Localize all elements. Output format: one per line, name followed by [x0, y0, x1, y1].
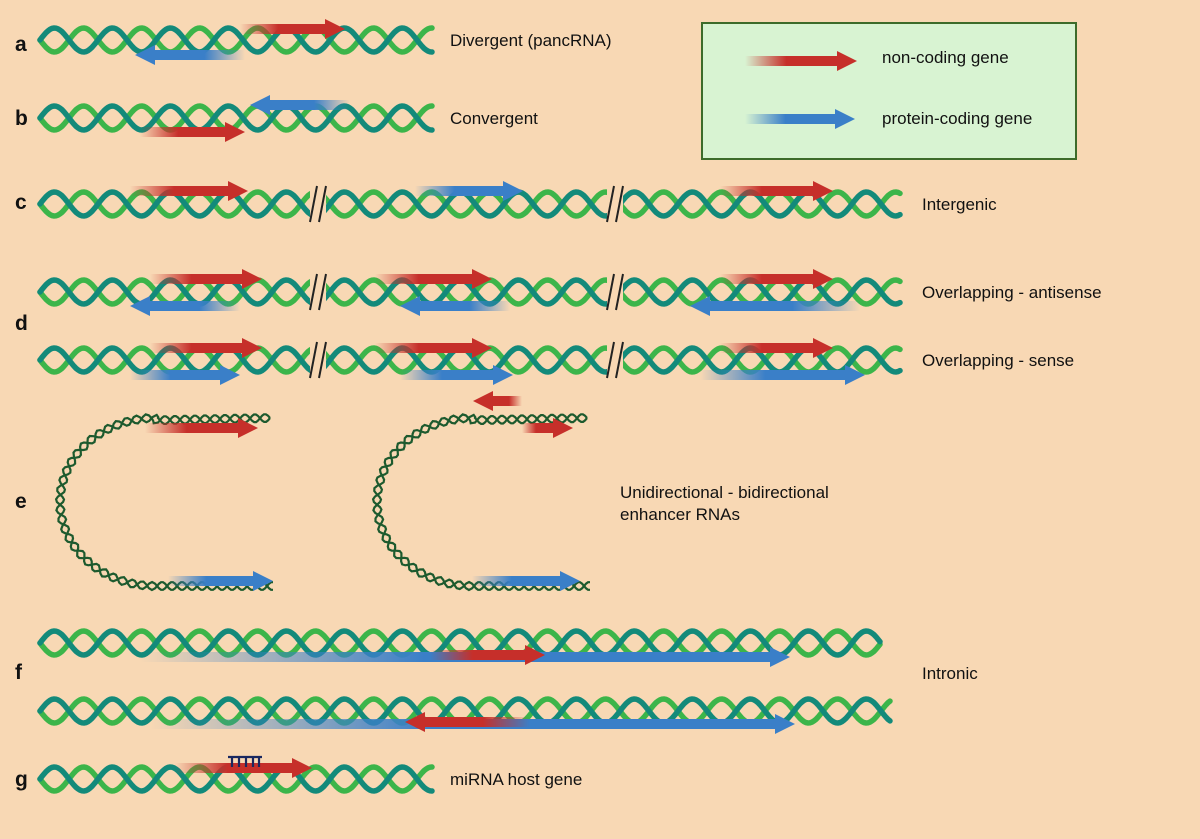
legend-protein-arrow: [745, 109, 855, 129]
noncoding-arrow-d6: [720, 338, 833, 358]
protein-arrow-c: [415, 181, 523, 201]
label-enhancer-line1: Unidirectional - bidirectional: [620, 483, 829, 502]
panel-letter-e: e: [15, 490, 27, 513]
noncoding-arrow-b: [140, 122, 245, 142]
protein-arrow-d1: [130, 296, 240, 316]
noncoding-arrow-g: [175, 758, 312, 778]
protein-arrow-d6: [700, 365, 865, 385]
break-mark-c2: [606, 185, 624, 223]
noncoding-arrow-f1: [430, 645, 545, 665]
break-mark-c1: [309, 185, 327, 223]
protein-arrow-e2: [472, 571, 580, 591]
protein-arrow-d2: [400, 296, 510, 316]
protein-arrow-d3: [690, 296, 860, 316]
noncoding-arrow-c1: [130, 181, 248, 201]
label-divergent: Divergent (pancRNA): [450, 31, 612, 50]
dna-row-b: [37, 103, 435, 133]
break-mark-layer: [309, 185, 624, 379]
label-intergenic: Intergenic: [922, 195, 997, 214]
legend-box: [701, 22, 1077, 160]
mirna-hairpin-icon: [228, 755, 262, 767]
noncoding-arrow-d2: [375, 269, 492, 289]
label-overlapping-sense: Overlapping - sense: [922, 351, 1074, 370]
protein-arrow-e1: [168, 571, 273, 591]
dna-row-a: [37, 25, 435, 55]
panel-letter-d: d: [15, 312, 28, 335]
panel-letter-f: f: [15, 661, 23, 684]
noncoding-arrow-d3: [720, 269, 833, 289]
noncoding-arrow-a: [240, 19, 345, 39]
legend-protein-coding-label: protein-coding gene: [882, 109, 1032, 128]
enhancer-loop-left: [54, 413, 273, 592]
label-enhancer-line2: enhancer RNAs: [620, 505, 740, 524]
legend-noncoding-label: non-coding gene: [882, 48, 1009, 67]
break-mark-d1: [309, 273, 327, 311]
noncoding-arrow-d1: [150, 269, 262, 289]
noncoding-arrow-d5: [375, 338, 492, 358]
noncoding-arrow-e1: [145, 418, 258, 438]
noncoding-arrow-d4: [150, 338, 262, 358]
noncoding-arrow-e2: [473, 391, 522, 411]
panel-letter-g: g: [15, 768, 28, 791]
break-mark-d3: [309, 341, 327, 379]
protein-arrow-a: [135, 45, 245, 65]
noncoding-arrow-c2: [720, 181, 833, 201]
gene-arrow-layer: [130, 19, 865, 778]
break-mark-d4: [606, 341, 624, 379]
legend-noncoding-arrow: [745, 51, 857, 71]
label-overlapping-antisense: Overlapping - antisense: [922, 283, 1102, 302]
noncoding-arrow-e3: [522, 418, 573, 438]
panel-letter-b: b: [15, 107, 28, 130]
label-convergent: Convergent: [450, 109, 538, 128]
panel-letter-c: c: [15, 191, 27, 214]
noncoding-arrow-f2: [405, 712, 530, 732]
panel-letter-a: a: [15, 33, 27, 56]
break-mark-d2: [606, 273, 624, 311]
enhancer-loop-layer: [54, 413, 590, 592]
protein-arrow-d5: [400, 365, 513, 385]
label-intronic: Intronic: [922, 664, 978, 683]
enhancer-loop-right: [371, 413, 590, 592]
protein-arrow-b: [250, 95, 350, 115]
protein-arrow-d4: [130, 365, 240, 385]
label-mirna-host-gene: miRNA host gene: [450, 770, 582, 789]
legend: non-coding gene protein-coding gene: [701, 22, 1077, 160]
